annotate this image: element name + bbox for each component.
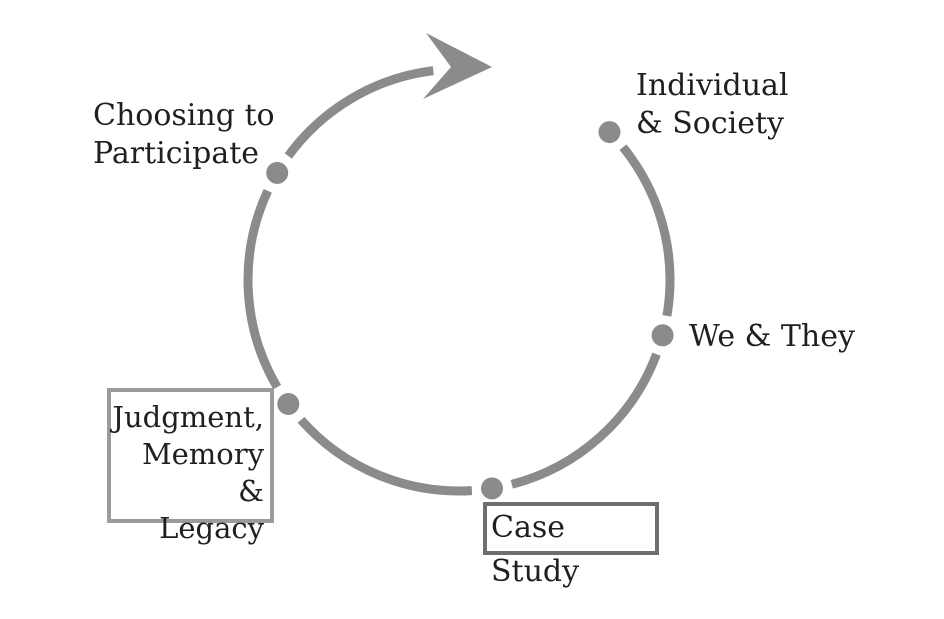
node-box-judgment-memory-legacy: Judgment, Memory & Legacy [107, 388, 274, 545]
label-line: Case Study [491, 510, 580, 589]
label-line: Legacy [159, 511, 264, 545]
label-line: & Society [636, 106, 785, 141]
cycle-arc-segment [297, 416, 473, 496]
node-dot-choosing-to-participate [266, 161, 289, 184]
label-line: Participate [93, 136, 260, 171]
cycle-arc-segment [510, 352, 661, 489]
label-line: Individual [636, 68, 789, 103]
node-label-we-and-they: We & They [689, 318, 855, 356]
node-dot-individual-and-society [598, 121, 621, 144]
node-dot-we-and-they [651, 324, 674, 347]
node-label-choosing-to-participate: Choosing to Participate [93, 97, 275, 173]
label-line: Memory & [141, 437, 264, 508]
cycle-arc-segment [284, 66, 434, 159]
node-label-individual-and-society: Individual & Society [636, 67, 789, 143]
node-dot-case-study [481, 477, 503, 500]
node-box-case-study: Case Study [483, 502, 659, 589]
clockwise-arrowhead-icon [423, 33, 492, 99]
cycle-arc-segment [243, 188, 282, 390]
cycle-arc-segment [619, 144, 675, 317]
label-line: Choosing to [93, 98, 275, 133]
label-line: Judgment, [112, 400, 264, 434]
label-line: We & They [689, 319, 855, 354]
node-dot-judgment-memory-legacy [277, 393, 300, 415]
